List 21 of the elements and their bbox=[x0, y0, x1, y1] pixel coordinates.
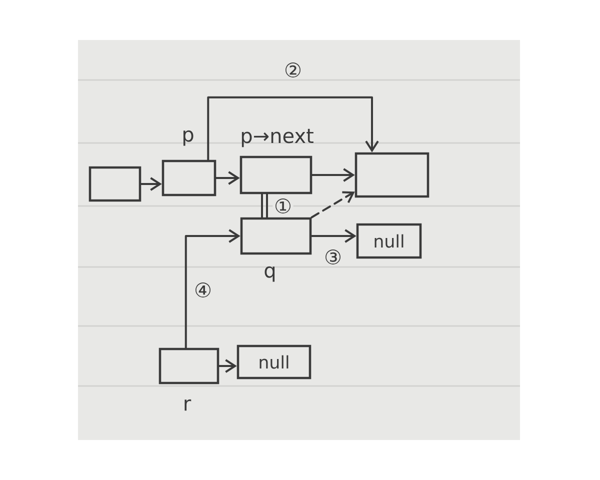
pointer-label: p bbox=[183, 130, 194, 146]
node-box bbox=[88, 166, 142, 202]
arrow bbox=[310, 229, 356, 243]
pointer-label: r bbox=[184, 399, 192, 411]
arrow bbox=[140, 177, 162, 191]
node-box: null bbox=[236, 344, 312, 380]
step-number: ② bbox=[282, 61, 304, 79]
double-line bbox=[261, 193, 268, 218]
pointer-label: q bbox=[264, 266, 275, 282]
arrow bbox=[207, 96, 379, 161]
step-number: ① bbox=[272, 197, 294, 215]
step-number: ④ bbox=[192, 281, 214, 299]
arrow bbox=[184, 229, 240, 349]
node-box: null bbox=[356, 223, 422, 259]
arrow bbox=[215, 171, 240, 185]
arrow bbox=[310, 191, 355, 218]
step-number: ③ bbox=[322, 248, 344, 266]
arrow bbox=[218, 359, 237, 373]
pointer-label: p→next bbox=[242, 128, 314, 148]
node-box bbox=[354, 152, 430, 198]
arrow bbox=[311, 168, 355, 182]
